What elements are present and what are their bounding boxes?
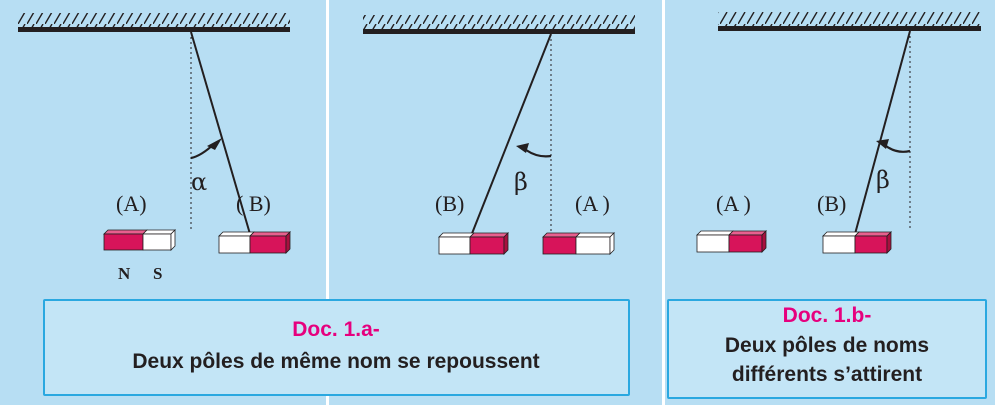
caption-box-a: Doc. 1.a- Deux pôles de même nom se repo… — [43, 299, 630, 396]
south-pole-label: S — [153, 264, 162, 283]
label-magnet-a: (A ) — [575, 191, 610, 216]
north-pole-label: N — [118, 264, 131, 283]
caption-b-title: Doc. 1.b- — [783, 304, 872, 327]
angle-label: β — [514, 168, 528, 196]
label-magnet-b: (B) — [817, 191, 846, 216]
fixed-magnet-a — [696, 230, 767, 253]
label-magnet-a: (A) — [116, 191, 147, 216]
label-magnet-a: (A ) — [716, 191, 751, 216]
suspended-magnet-b — [822, 231, 892, 254]
panel-b: β (B) (A ) — [363, 15, 635, 255]
caption-a-text: Deux pôles de même nom se repoussent — [132, 350, 539, 373]
pendulum-thread — [190, 31, 251, 235]
panel-a: α (A) ( B) N S — [18, 13, 291, 283]
pendulum-thread — [470, 33, 552, 237]
pendulum-thread — [854, 30, 911, 235]
ceiling-support — [718, 12, 981, 31]
panel-divider-2 — [662, 0, 665, 405]
caption-b-line1: Deux pôles de noms — [725, 334, 929, 357]
caption-box-b: Doc. 1.b- Deux pôles de noms différents … — [667, 299, 987, 399]
arrowhead-icon — [516, 143, 529, 153]
angle-label: α — [191, 168, 207, 196]
label-magnet-b: ( B) — [236, 191, 271, 216]
label-magnet-b: (B) — [435, 191, 464, 216]
suspended-magnet-b — [438, 232, 509, 255]
fixed-magnet-a — [542, 232, 615, 255]
panel-divider-1 — [326, 0, 329, 405]
suspended-magnet-b — [218, 231, 291, 254]
angle-arrow — [885, 145, 911, 153]
ceiling-support — [18, 13, 290, 32]
angle-arrow — [525, 149, 552, 158]
fixed-magnet-a — [103, 229, 176, 251]
caption-b-line2: différents s’attirent — [732, 363, 922, 386]
arrowhead-icon — [876, 139, 889, 149]
ceiling-support — [363, 15, 635, 34]
panel-c: β (A ) (B) — [696, 12, 981, 254]
arrowhead-icon — [207, 138, 222, 150]
caption-a-title: Doc. 1.a- — [292, 318, 380, 341]
angle-label: β — [876, 166, 890, 194]
